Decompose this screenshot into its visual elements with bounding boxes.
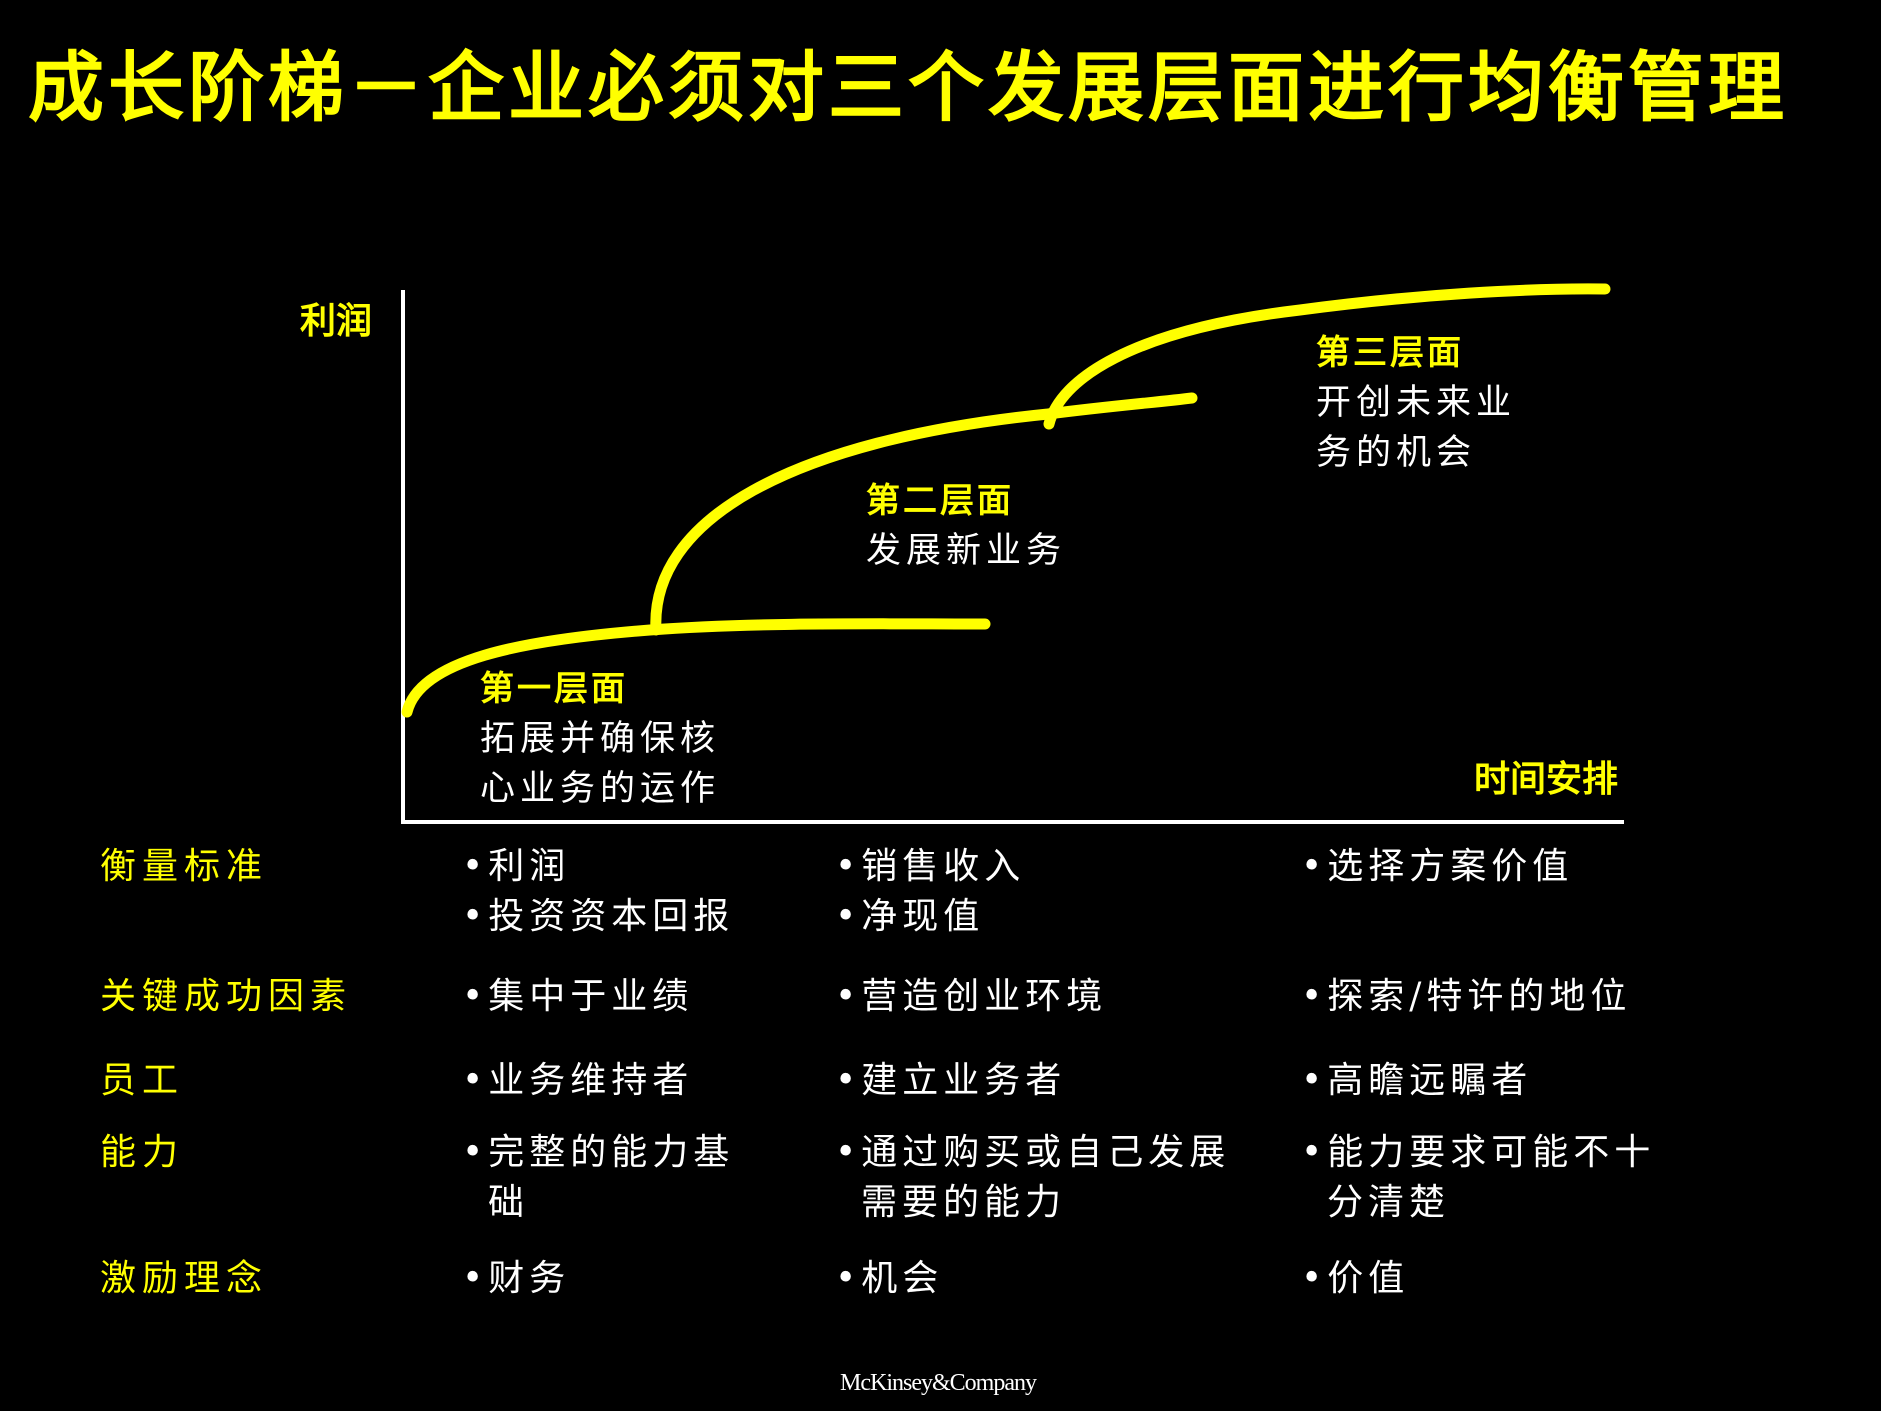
cell-line: •高瞻远瞩者 bbox=[1301, 1060, 1533, 1101]
cell-layer-3: •能力要求可能不十 分清楚 bbox=[1301, 1128, 1655, 1228]
cell-layer-2: •销售收入 •净现值 bbox=[835, 842, 1025, 942]
cell-layer-3: •价值 bbox=[1301, 1254, 1409, 1304]
cell-layer-3: •选择方案价值 bbox=[1301, 842, 1573, 892]
cell-line: •机会 bbox=[835, 1258, 944, 1299]
cell-layer-1: •利润 •投资资本回报 bbox=[462, 842, 734, 942]
company-logo: McKinsey&Company bbox=[840, 1370, 1037, 1396]
cell-layer-2: •通过购买或自己发展 需要的能力 bbox=[835, 1128, 1230, 1228]
cell-layer-1: •集中于业绩 bbox=[462, 972, 693, 1022]
layer-1-name: 第一层面 bbox=[480, 669, 628, 709]
cell-layer-2: •机会 bbox=[835, 1254, 943, 1304]
cell-line: •建立业务者 bbox=[835, 1060, 1067, 1101]
cell-layer-1: •业务维持者 bbox=[462, 1056, 693, 1106]
row-label: 员工 bbox=[100, 1060, 185, 1101]
cell-line: 分清楚 bbox=[1327, 1182, 1451, 1223]
layer-3-name: 第三层面 bbox=[1316, 333, 1464, 373]
cell-line: •投资资本回报 bbox=[462, 896, 735, 937]
layer-3-annotation: 第三层面 开创未来业 务的机会 bbox=[1316, 328, 1516, 478]
row-label: 能力 bbox=[100, 1132, 185, 1173]
cell-line: •完整的能力基 bbox=[462, 1132, 735, 1173]
cell-line: •探索/特许的地位 bbox=[1301, 976, 1632, 1017]
cell-layer-1: •财务 bbox=[462, 1254, 570, 1304]
cell-line: •价值 bbox=[1301, 1258, 1410, 1299]
cell-line: •能力要求可能不十 bbox=[1301, 1132, 1656, 1173]
layer-1-annotation: 第一层面 拓展并确保核 心业务的运作 bbox=[480, 664, 720, 814]
cell-layer-2: •建立业务者 bbox=[835, 1056, 1066, 1106]
cell-line: •财务 bbox=[462, 1258, 571, 1299]
cell-line: •销售收入 bbox=[835, 846, 1026, 887]
layer-3-curve bbox=[1043, 283, 1611, 430]
cell-line: 需要的能力 bbox=[861, 1182, 1067, 1223]
cell-line: •通过购买或自己发展 bbox=[835, 1132, 1231, 1173]
cell-line: •营造创业环境 bbox=[835, 976, 1108, 1017]
cell-line: •净现值 bbox=[835, 896, 985, 937]
layer-1-curve bbox=[401, 618, 991, 718]
layer-2-curve bbox=[650, 392, 1198, 636]
layer-3-desc-line-1: 开创未来业 bbox=[1316, 383, 1517, 423]
page-title: 成长阶梯－企业必须对三个发展层面进行均衡管理 bbox=[28, 43, 1788, 132]
cell-layer-1: •完整的能力基 础 bbox=[462, 1128, 734, 1228]
row-label: 关键成功因素 bbox=[100, 976, 353, 1017]
y-axis-label: 利润 bbox=[300, 301, 373, 342]
row-label: 衡量标准 bbox=[100, 846, 269, 887]
cell-line: •集中于业绩 bbox=[462, 976, 694, 1017]
layer-2-desc-line-1: 发展新业务 bbox=[866, 531, 1067, 571]
row-label: 激励理念 bbox=[100, 1258, 269, 1299]
cell-line: •业务维持者 bbox=[462, 1060, 694, 1101]
cell-line: •选择方案价值 bbox=[1301, 846, 1574, 887]
layer-2-annotation: 第二层面 发展新业务 bbox=[866, 476, 1066, 576]
layer-1-desc-line-1: 拓展并确保核 bbox=[480, 719, 721, 759]
cell-layer-3: •探索/特许的地位 bbox=[1301, 972, 1631, 1022]
layer-1-desc-line-2: 心业务的运作 bbox=[480, 769, 721, 809]
layer-2-name: 第二层面 bbox=[866, 481, 1014, 521]
cell-layer-2: •营造创业环境 bbox=[835, 972, 1107, 1022]
cell-line: •利润 bbox=[462, 846, 571, 887]
cell-line: 础 bbox=[488, 1182, 530, 1223]
layer-3-desc-line-2: 务的机会 bbox=[1316, 433, 1477, 473]
cell-layer-3: •高瞻远瞩者 bbox=[1301, 1056, 1532, 1106]
x-axis-label: 时间安排 bbox=[1474, 759, 1619, 800]
